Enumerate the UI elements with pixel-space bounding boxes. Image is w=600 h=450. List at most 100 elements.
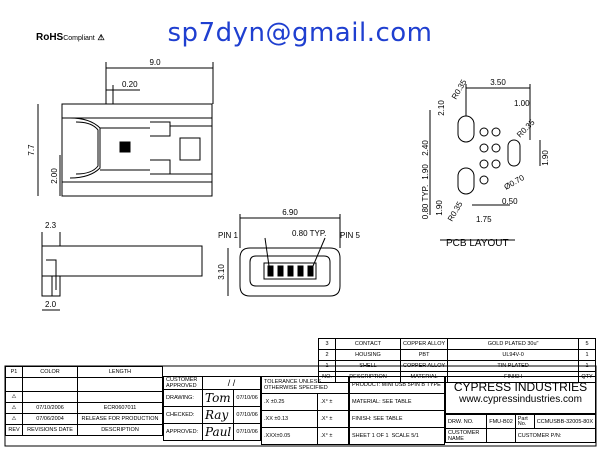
label-pin1: PIN 1 — [218, 231, 239, 240]
product-finish: FINISH: SEE TABLE — [349, 410, 445, 428]
dim-pcb-h5: 0.80 TYP. — [421, 185, 430, 219]
bottom-view — [41, 232, 203, 311]
drawing-label: DRAWING: — [163, 389, 203, 407]
bom-finish: TIN PLATED — [447, 360, 579, 372]
rev-header: LENGTH — [77, 366, 163, 378]
dim-pcb-w3: 0.50 — [502, 197, 518, 206]
dim-front-pitch: 0.80 TYP. — [292, 229, 326, 238]
tolerance-title: TOLERANCE UNLESS OTHERWISE SPECIFIED — [261, 376, 349, 394]
revision-row: ⚠ — [5, 391, 163, 403]
dim-pcb-w1: 3.50 — [490, 78, 506, 87]
customer-name-label: CUSTOMER NAME — [444, 428, 488, 443]
approved-label: APPROVED: — [163, 423, 203, 441]
dim-bottom-base: 2.0 — [45, 300, 57, 309]
drw-no-label: DRW. NO. — [444, 414, 488, 429]
customer-approved-label: CUSTOMER APPROVED — [163, 376, 203, 390]
pcb-layout — [429, 84, 541, 241]
bom-row: 2 HOUSING PBT UL94V-0 1 — [318, 349, 596, 361]
revision-table: P1 COLOR LENGTH ⚠ ⚠ 07/10/2006 ECR060701… — [5, 366, 163, 436]
company-block: CYPRESS INDUSTRIES www.cypressindustries… — [445, 376, 596, 414]
scale: SCALE 5/1 — [391, 433, 419, 439]
side-view — [37, 62, 214, 197]
rev-date: 07/10/2006 — [22, 402, 78, 414]
bom-row: 1 SHELL COPPER ALLOY TIN PLATED 1 — [318, 360, 596, 372]
company-url: www.cypressindustries.com — [459, 394, 582, 405]
warning-icon: ⚠ — [97, 33, 105, 42]
product-label: PRODUCT: — [352, 382, 381, 388]
tolerance-table: TOLERANCE UNLESS OTHERWISE SPECIFIED .X … — [260, 376, 349, 445]
revision-row: ⚠ 07/10/2006 ECR0607011 — [5, 402, 163, 414]
rev-header: DESCRIPTION — [77, 424, 163, 436]
bom-header: QTY — [578, 371, 596, 383]
bom-material: COPPER ALLOY — [399, 360, 449, 372]
rev-header: COLOR — [22, 366, 78, 378]
product-table: PRODUCT: MINI USB 5PIN B TYPE MATERIAL: … — [349, 376, 445, 445]
dim-pcb-w4: 1.75 — [476, 215, 492, 224]
bom-row: 3 CONTACT COPPER ALLOY GOLD PLATED 30u" … — [318, 338, 596, 350]
rev-desc — [77, 391, 163, 403]
dim-pcb-d: Ø0.70 — [503, 173, 527, 192]
dim-pcb-r3: R0.35 — [446, 200, 465, 223]
bom-material: PBT — [399, 349, 449, 361]
dim-pcb-h4: 1.90 — [541, 150, 550, 166]
part-no: CCMUSBB-32005-80X — [533, 414, 597, 429]
bom-desc: SHELL — [335, 360, 401, 372]
dim-pcb-h6: 1.90 — [435, 200, 444, 216]
label-pin5: PIN 5 — [340, 231, 361, 240]
dim-pcb-h1: 2.10 — [437, 100, 446, 116]
bom-finish: UL94V-0 — [447, 349, 579, 361]
bom-no: 2 — [318, 349, 336, 361]
dim-side-total: 9.0 — [149, 58, 161, 67]
product-material: MATERIAL: SEE TABLE — [349, 393, 445, 411]
part-no-label: Part No. — [514, 414, 535, 429]
rev-desc: ECR0607011 — [77, 402, 163, 414]
rev-header: REVISIONS DATE — [22, 424, 78, 436]
rohs-text: RoHS — [36, 32, 64, 43]
approvals-table: CUSTOMER APPROVED / / DRAWING: Tom 07/10… — [163, 376, 261, 441]
drw-no: FMU-B02 — [486, 414, 516, 429]
customer-approved-date: / / — [202, 376, 261, 390]
company-name: CYPRESS INDUSTRIES — [453, 380, 588, 394]
tolerance-row: .XXX±0.05 — [260, 427, 319, 445]
warning-icon: ⚠ — [5, 402, 23, 414]
tolerance-row: .XX ±0.13 — [260, 410, 319, 428]
rev-date: 07/06/2004 — [22, 413, 78, 425]
bom-finish: GOLD PLATED 30u" — [447, 338, 579, 350]
checked-signature: Ray — [201, 406, 235, 424]
bom-material: COPPER ALLOY — [399, 338, 449, 350]
bom-no: 3 — [318, 338, 336, 350]
front-view — [227, 214, 341, 297]
tolerance-angle: .X° ± — [317, 427, 349, 445]
approved-signature: Paul — [201, 423, 235, 441]
rev-header: P1 — [5, 366, 23, 378]
bom-desc: CONTACT — [335, 338, 401, 350]
bom-no: 1 — [318, 360, 336, 372]
bom-desc: HOUSING — [335, 349, 401, 361]
dim-side-small: 0.20 — [122, 80, 138, 89]
pcb-layout-label: PCB LAYOUT — [446, 238, 509, 249]
revision-row: ⚠ 07/06/2004 RELEASE FOR PRODUCTION — [5, 413, 163, 425]
warning-icon: ⚠ — [5, 413, 23, 425]
tolerance-angle: .X° ± — [317, 410, 349, 428]
checked-date: 07/10/06 — [233, 406, 261, 424]
dim-bottom-top: 2.3 — [45, 221, 57, 230]
bom-header: FINISH — [447, 371, 579, 383]
dim-front-height: 3.10 — [217, 264, 226, 280]
tolerance-row: .X ±0.25 — [260, 393, 319, 411]
sheet-number: SHEET 1 OF 1 — [352, 433, 389, 439]
dim-side-lower: 2.00 — [50, 168, 59, 184]
product-name: MINI USB 5PIN B TYPE — [381, 382, 441, 388]
bom-qty: 1 — [578, 349, 596, 361]
dim-pcb-h2: 2.40 — [421, 140, 430, 156]
dim-pcb-w2: 1.00 — [514, 99, 530, 108]
rev-header: REV — [5, 424, 23, 436]
dim-side-height: 7.7 — [27, 144, 36, 156]
tolerance-angle: .X° ± — [317, 393, 349, 411]
drawing-signature: Tom — [201, 389, 235, 407]
rev-date — [22, 391, 78, 403]
bom-qty: 5 — [578, 338, 596, 350]
rohs-logo: RoHSCompliant ⚠ — [36, 32, 105, 43]
customer-pn-label: CUSTOMER P/N: — [514, 428, 597, 443]
contact-email: sp7dyn@gmail.com — [167, 18, 433, 48]
